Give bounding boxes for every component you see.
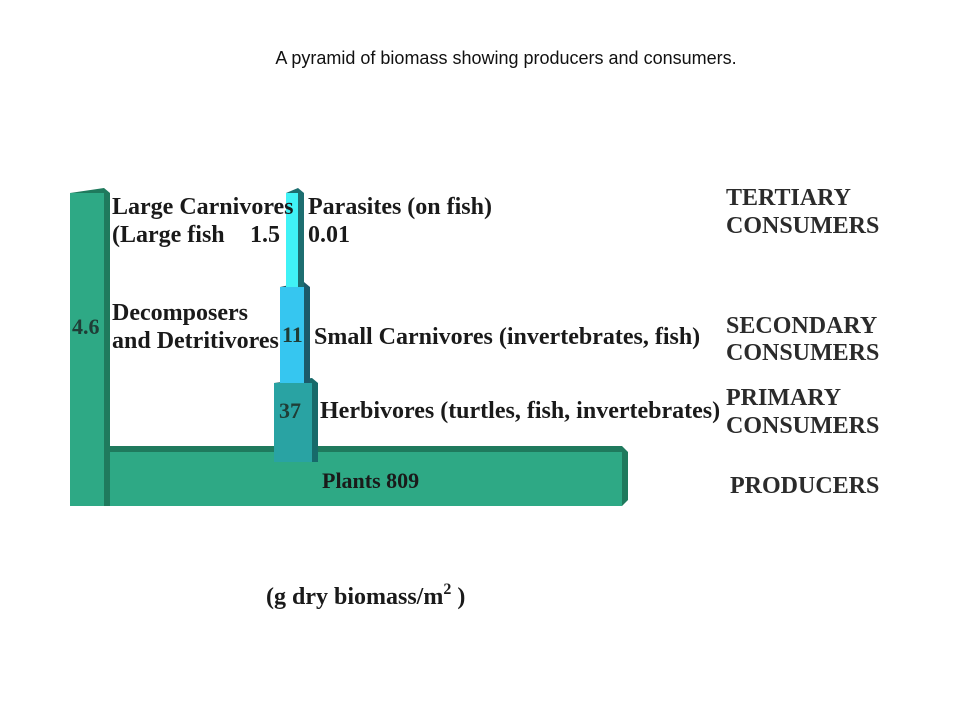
herbivores-block-face: [274, 383, 312, 462]
small-carnivores-value: 11: [282, 322, 303, 347]
plants-label: Plants 809: [322, 468, 419, 493]
secondary-level-line2: CONSUMERS: [726, 340, 879, 366]
tertiary-level-line2: CONSUMERS: [726, 213, 879, 239]
small-carnivores-block: [280, 282, 310, 383]
primary-level-line2: CONSUMERS: [726, 413, 879, 439]
parasites-block-face: [286, 193, 298, 287]
small-carnivores-label: Small Carnivores (invertebrates, fish): [314, 324, 700, 350]
small-carnivores-block-face: [280, 287, 304, 383]
producers-level: PRODUCERS: [730, 473, 879, 499]
parasites-label: Parasites (on fish): [308, 194, 492, 220]
units-label: (g dry biomass/m2 ): [266, 581, 465, 610]
units-close: ): [451, 584, 465, 610]
parasites-value: 0.01: [308, 222, 350, 248]
decomposers-column: [70, 193, 104, 506]
tertiary-level-line1: TERTIARY: [726, 185, 851, 211]
herbivores-label: Herbivores (turtles, fish, invertebrates…: [320, 398, 720, 424]
units-superscript: 2: [443, 581, 451, 598]
parasites-block: [286, 188, 304, 287]
secondary-level-line1: SECONDARY: [726, 313, 877, 339]
producers-bar: [110, 452, 622, 506]
large-carnivores-label-line1: Large Carnivores: [112, 194, 294, 220]
decomposers-value: 4.6: [72, 314, 100, 339]
primary-level-line1: PRIMARY: [726, 385, 841, 411]
decomposers-label-line1: Decomposers: [112, 300, 248, 326]
producers-block: [110, 446, 628, 506]
decomposers-block: [70, 188, 110, 506]
decomposers-label-line2: and Detritivores: [112, 328, 279, 354]
herbivores-value: 37: [279, 398, 301, 423]
herbivores-block: [274, 378, 318, 462]
large-carnivores-label-line2: (Large fish: [112, 222, 225, 248]
large-carnivores-value: 1.5: [250, 222, 280, 248]
units-text: (g dry biomass/m: [266, 584, 443, 610]
diagram-caption: A pyramid of biomass showing producers a…: [275, 48, 737, 68]
